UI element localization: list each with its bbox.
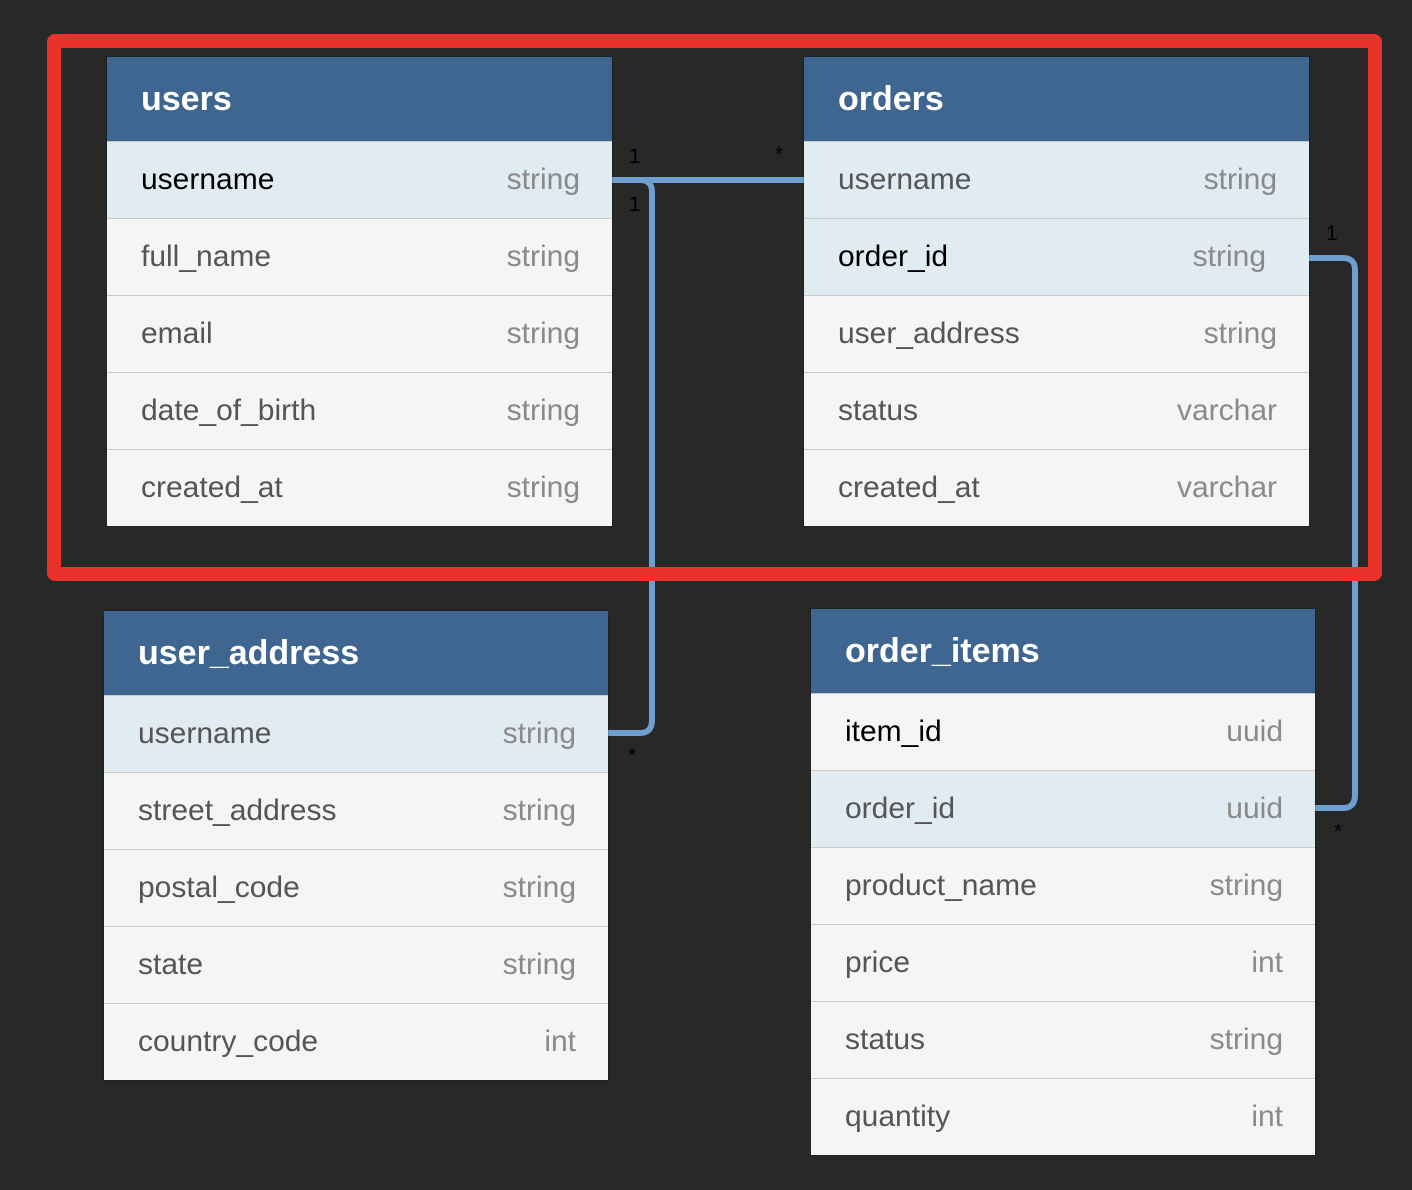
column-row[interactable]: status string	[811, 1001, 1315, 1078]
column-type: string	[502, 717, 576, 750]
column-type: int	[1251, 1100, 1283, 1133]
column-row[interactable]: email string	[107, 295, 612, 372]
column-name: order_id	[845, 792, 956, 825]
table-title: user_address	[104, 611, 608, 695]
column-type: int	[544, 1025, 576, 1058]
column-name: date_of_birth	[141, 394, 317, 427]
column-row[interactable]: order_id uuid	[811, 770, 1315, 847]
column-name: country_code	[138, 1025, 319, 1058]
column-row[interactable]: quantity int	[811, 1078, 1315, 1155]
column-row[interactable]: username string	[804, 141, 1309, 218]
column-type: varchar	[1176, 471, 1277, 504]
column-row[interactable]: created_at string	[107, 449, 612, 526]
column-name: email	[141, 317, 213, 350]
column-name: full_name	[141, 240, 272, 273]
column-type: uuid	[1226, 715, 1283, 748]
column-row[interactable]: product_name string	[811, 847, 1315, 924]
table-users[interactable]: users username string full_name string e…	[107, 57, 612, 526]
column-name: product_name	[845, 869, 1037, 902]
table-title: orders	[804, 57, 1309, 141]
column-type: string	[502, 871, 576, 904]
selection-highlight-box	[47, 34, 1382, 581]
column-name: status	[845, 1023, 926, 1056]
column-type: string	[502, 948, 576, 981]
column-row[interactable]: item_id uuid	[811, 693, 1315, 770]
column-row[interactable]: postal_code string	[104, 849, 608, 926]
column-name: item_id	[845, 715, 942, 748]
column-name: username	[141, 163, 275, 196]
column-name: state	[138, 948, 204, 981]
column-row[interactable]: username string	[107, 141, 612, 218]
column-name: username	[838, 163, 972, 196]
table-user-address[interactable]: user_address username string street_addr…	[104, 611, 608, 1080]
column-row[interactable]: created_at varchar	[804, 449, 1309, 526]
column-name: username	[138, 717, 272, 750]
column-name: postal_code	[138, 871, 300, 904]
column-row[interactable]: status varchar	[804, 372, 1309, 449]
cardinality-label: 1	[1326, 222, 1338, 245]
cardinality-label: *	[1334, 820, 1343, 843]
table-order-items[interactable]: order_items item_id uuid order_id uuid p…	[811, 609, 1315, 1155]
column-type: string	[502, 794, 576, 827]
column-type: string	[1203, 163, 1277, 196]
column-name: quantity	[845, 1100, 951, 1133]
column-type: string	[506, 317, 580, 350]
column-name: created_at	[838, 471, 980, 504]
column-name: price	[845, 946, 911, 979]
column-row[interactable]: user_address string	[804, 295, 1309, 372]
column-type: uuid	[1226, 792, 1283, 825]
cardinality-label: *	[775, 143, 784, 166]
column-name: order_id	[838, 240, 949, 273]
column-row[interactable]: price int	[811, 924, 1315, 1001]
column-row[interactable]: order_id string	[804, 218, 1309, 295]
column-name: status	[838, 394, 919, 427]
table-orders[interactable]: orders username string order_id string u…	[804, 57, 1309, 526]
column-name: street_address	[138, 794, 337, 827]
cardinality-label: 1	[629, 193, 641, 216]
cardinality-label: *	[628, 744, 637, 767]
column-type: string	[506, 240, 580, 273]
column-type: string	[1209, 869, 1283, 902]
column-type: string	[506, 163, 580, 196]
column-row[interactable]: street_address string	[104, 772, 608, 849]
column-row[interactable]: country_code int	[104, 1003, 608, 1080]
column-row[interactable]: date_of_birth string	[107, 372, 612, 449]
column-row[interactable]: state string	[104, 926, 608, 1003]
table-title: order_items	[811, 609, 1315, 693]
column-type: string	[506, 471, 580, 504]
table-title: users	[107, 57, 612, 141]
column-type: string	[1192, 240, 1266, 273]
column-type: string	[1203, 317, 1277, 350]
column-row[interactable]: full_name string	[107, 218, 612, 295]
cardinality-label: 1	[629, 145, 641, 168]
column-type: int	[1251, 946, 1283, 979]
column-name: created_at	[141, 471, 283, 504]
column-row[interactable]: username string	[104, 695, 608, 772]
column-type: string	[1209, 1023, 1283, 1056]
column-type: varchar	[1176, 394, 1277, 427]
column-type: string	[506, 394, 580, 427]
column-name: user_address	[838, 317, 1020, 350]
